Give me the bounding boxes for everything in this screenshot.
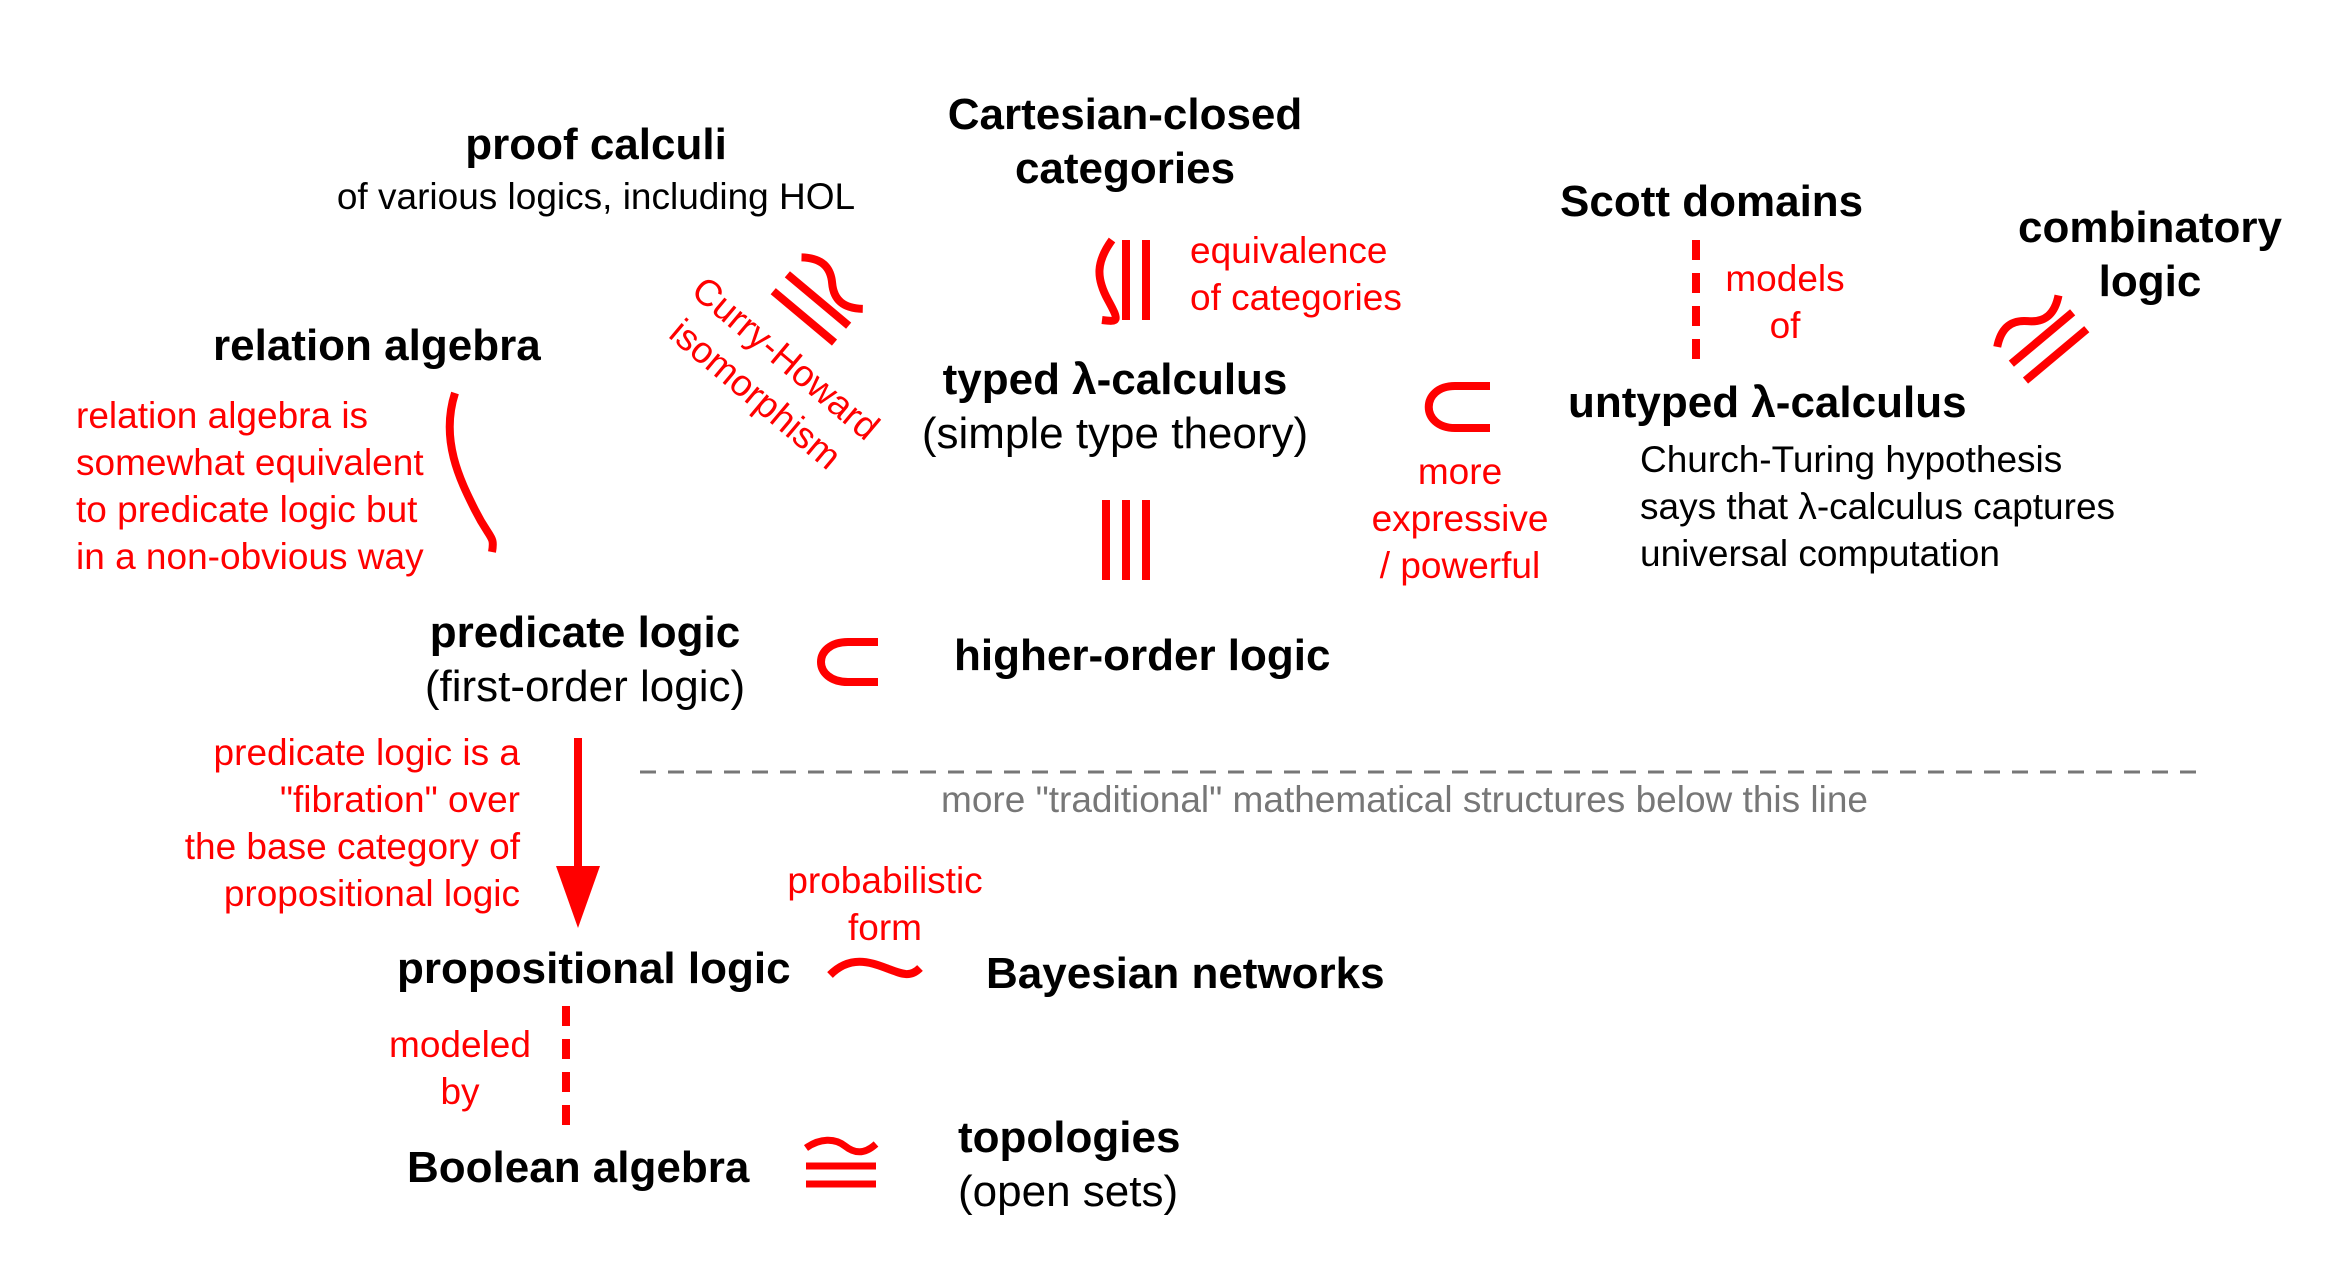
relation-algebra-note: relation algebra is somewhat equivalent …	[76, 395, 424, 577]
subset-symbol-logic	[817, 638, 878, 686]
divider-caption: more "traditional" mathematical structur…	[941, 779, 1868, 820]
predicate-logic-subtitle: (first-order logic)	[424, 662, 746, 711]
untyped-lambda-title: untyped λ-calculus	[1568, 378, 1967, 427]
more-expressive-label: more expressive / powerful	[1371, 451, 1549, 586]
typed-lambda-title: typed λ-calculus	[942, 355, 1288, 404]
tilde-symbol-bayesian	[827, 957, 923, 978]
congruence-symbol-combinatory	[1993, 294, 2090, 384]
fibration-label: predicate logic is a "fibration" over th…	[184, 732, 520, 914]
ccc-title: Cartesian-closed categories	[947, 90, 1303, 193]
congruence-symbol-boolean-topologies	[803, 1136, 879, 1188]
models-of-label: models of	[1725, 258, 1845, 346]
proof-calculi-subtitle: of various logics, including HOL	[336, 176, 856, 217]
equivalence-symbol-categories	[1095, 237, 1150, 325]
higher-order-logic-title: higher-order logic	[954, 631, 1331, 680]
subset-symbol-lambda	[1424, 382, 1490, 432]
congruence-symbol-curry-howard	[770, 253, 864, 346]
probabilistic-form-label: probabilistic form	[787, 860, 983, 948]
propositional-logic-title: propositional logic	[397, 944, 791, 993]
church-turing-note: Church-Turing hypothesis says that λ-cal…	[1640, 439, 2116, 574]
topologies-title: topologies	[958, 1113, 1181, 1162]
relation-algebra-title: relation algebra	[213, 321, 541, 370]
bayesian-networks-title: Bayesian networks	[986, 949, 1385, 998]
similarity-symbol-relation-algebra	[445, 391, 497, 553]
scott-domains-title: Scott domains	[1560, 177, 1864, 226]
modeled-by-label: modeled by	[389, 1024, 531, 1112]
proof-calculi-title: proof calculi	[465, 120, 727, 169]
combinatory-logic-title: combinatory logic	[2017, 203, 2283, 306]
equivalence-of-categories-label: equivalence of categories	[1190, 230, 1402, 318]
topologies-subtitle: (open sets)	[958, 1167, 1179, 1216]
boolean-algebra-title: Boolean algebra	[407, 1143, 750, 1192]
typed-lambda-subtitle: (simple type theory)	[921, 409, 1309, 458]
fibration-arrow	[556, 738, 600, 928]
identity-symbol-typed-lambda-hol	[1102, 500, 1150, 580]
predicate-logic-title: predicate logic	[429, 608, 741, 657]
